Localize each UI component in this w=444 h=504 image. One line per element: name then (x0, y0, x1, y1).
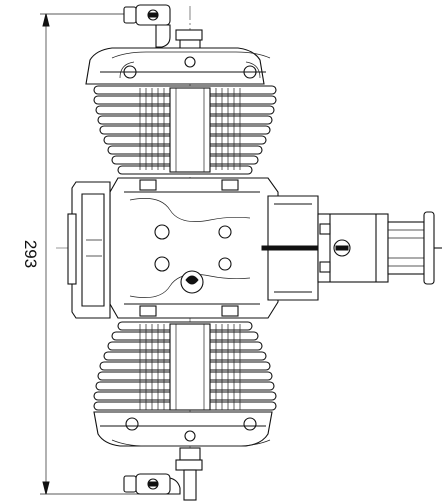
top-cylinder-fins (93, 85, 277, 175)
height-dimension: 293 (21, 13, 150, 495)
crankshaft-mount (261, 195, 442, 301)
bottom-spark-plug-cap (123, 447, 203, 501)
top-cylinder-head (85, 47, 271, 85)
crankcase (67, 177, 279, 319)
bottom-cylinder-head (93, 411, 273, 447)
top-spark-plug-cap (123, 4, 203, 51)
dimension-value-label: 293 (21, 240, 40, 268)
bottom-cylinder-fins (93, 321, 277, 411)
